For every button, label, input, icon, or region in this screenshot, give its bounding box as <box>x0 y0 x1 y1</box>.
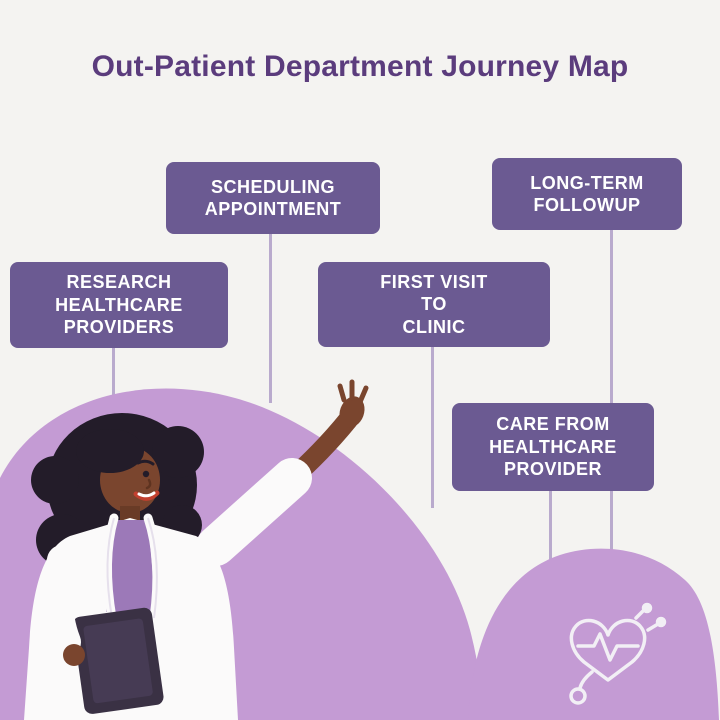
step-care-from-healthcare-provider: CARE FROM HEALTHCARE PROVIDER <box>452 403 654 491</box>
connector-care <box>549 490 552 578</box>
left-arm-sleeve <box>42 545 81 657</box>
step-first-visit-to-clinic: FIRST VISIT TO CLINIC <box>318 262 550 347</box>
step-scheduling-appointment: SCHEDULING APPOINTMENT <box>166 162 380 234</box>
shirt <box>106 520 156 612</box>
connector-first-visit <box>431 346 434 508</box>
purple-mound-shape <box>468 548 719 720</box>
step-long-term-followup: LONG-TERM FOLLOWUP <box>492 158 682 230</box>
connector-followup <box>610 229 613 559</box>
smile <box>133 490 160 501</box>
hair-fringe <box>76 429 144 473</box>
connector-scheduling <box>269 233 272 403</box>
doctor-illustration <box>24 379 369 720</box>
eye <box>142 470 150 478</box>
brow <box>136 459 155 466</box>
raised-sleeve <box>196 458 312 566</box>
step-research-healthcare-providers: RESEARCH HEALTHCARE PROVIDERS <box>10 262 228 348</box>
stethoscope-heart-icon <box>569 602 667 705</box>
left-hand <box>63 644 85 666</box>
raised-hand <box>339 396 365 428</box>
page-title: Out-Patient Department Journey Map <box>91 50 629 83</box>
nose <box>145 478 152 490</box>
clipboard <box>72 607 164 714</box>
